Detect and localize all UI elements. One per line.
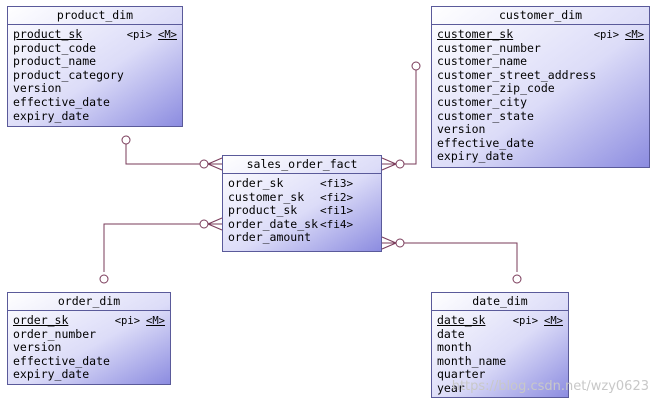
relationship-date [404,242,518,272]
fk-row: product_sk <fi1> [228,203,376,218]
column-row: customer_state [437,108,534,123]
fk-index-tag: <fi4> [320,217,354,231]
pi-tag: <pi> [114,315,141,327]
column-row: effective_date [13,94,110,109]
pk-row: product_sk <pi> <M> [13,27,177,42]
entity-title: date_dim [432,293,568,311]
column-row: expiry_date [13,108,90,123]
mandatory-tag: <M> [625,29,644,41]
cardinality-circle [99,274,109,284]
crows-foot [381,236,397,250]
column-row: version [437,122,486,137]
fk-column: order_date_sk [228,216,319,231]
pk-column: customer_sk [437,27,514,41]
relationship-product [125,136,200,165]
watermark-text: https://blog.csdn.net/wzy0623 [451,379,649,394]
column-row: expiry_date [437,149,514,164]
pi-tag: <pi> [593,29,620,41]
mandatory-tag: <M> [146,315,165,327]
pi-tag: <pi> [126,29,153,41]
column-row: customer_zip_code [437,81,555,96]
entity-order-dim[interactable]: order_dim order_sk <pi><M> order_number … [7,292,171,385]
crows-foot [207,157,223,171]
column-row: product_code [13,40,97,55]
fk-row: customer_sk <fi2> [228,189,376,205]
pk-column: order_sk [13,313,69,327]
fk-row: order_sk <fi3> [228,176,376,191]
pk-row: customer_sk <pi> <M> [437,27,644,42]
column-row: year [437,380,465,395]
mandatory-tag: <M> [158,29,177,41]
column-row: version [13,340,62,355]
column-row: product_category [13,67,124,82]
cardinality-circle [512,274,522,284]
column-row: order_number [13,326,97,341]
entity-title: sales_order_fact [223,156,381,174]
column-row: version [13,81,62,96]
mandatory-tag: <M> [544,315,563,327]
fk-index-tag: <fi2> [320,190,354,204]
column-row: customer_name [437,54,528,69]
entity-title: customer_dim [432,7,649,25]
cardinality-circle [199,159,209,169]
fk-column: product_sk [228,203,298,218]
fk-row: order_date_sk<fi4> [228,216,376,232]
column-row: effective_date [437,135,534,150]
pi-tag: <pi> [512,315,539,327]
cardinality-circle [411,61,421,71]
column-row: customer_city [437,94,528,109]
fk-column: customer_sk [228,189,305,204]
pk-row: order_sk <pi> <M> [13,313,165,328]
relationship-customer [404,70,417,165]
column-row: month_name [437,353,507,368]
cardinality-circle [199,219,209,229]
pk-row: date_sk <pi> <M> [437,313,563,328]
column-row: order_amount [228,231,376,245]
entity-title: order_dim [8,293,170,311]
entity-sales-order-fact[interactable]: sales_order_fact order_sk <fi3> customer_… [222,155,382,252]
column-row: customer_number [437,40,541,55]
crows-foot [381,157,397,171]
column-row: customer_street_address [437,67,597,82]
cardinality-circle [395,238,405,248]
fk-column: order_sk [228,176,284,190]
column-row: expiry_date [13,367,90,382]
entity-product-dim[interactable]: product_dim product_sk <pi> <M> product_c… [7,6,183,127]
entity-date-dim[interactable]: date_dim date_sk <pi> <M> date month mont… [431,292,569,398]
pk-column: date_sk [437,313,486,327]
entity-customer-dim[interactable]: customer_dim customer_sk <pi> <M> custome… [431,6,650,168]
column-row: month [437,340,472,355]
column-row: date [437,326,465,341]
column-row: product_name [13,54,97,69]
column-row: quarter [437,367,486,382]
fk-index-tag: <fi1> [320,204,354,218]
entity-title: product_dim [8,7,182,25]
relationship-order [103,223,200,272]
column-row: effective_date [13,353,110,368]
measure-column: order_amount [228,230,312,245]
cardinality-circle [121,135,131,145]
cardinality-circle [395,159,405,169]
pk-column: product_sk [13,27,83,41]
fk-index-tag: <fi3> [320,177,354,190]
crows-foot [207,217,223,231]
